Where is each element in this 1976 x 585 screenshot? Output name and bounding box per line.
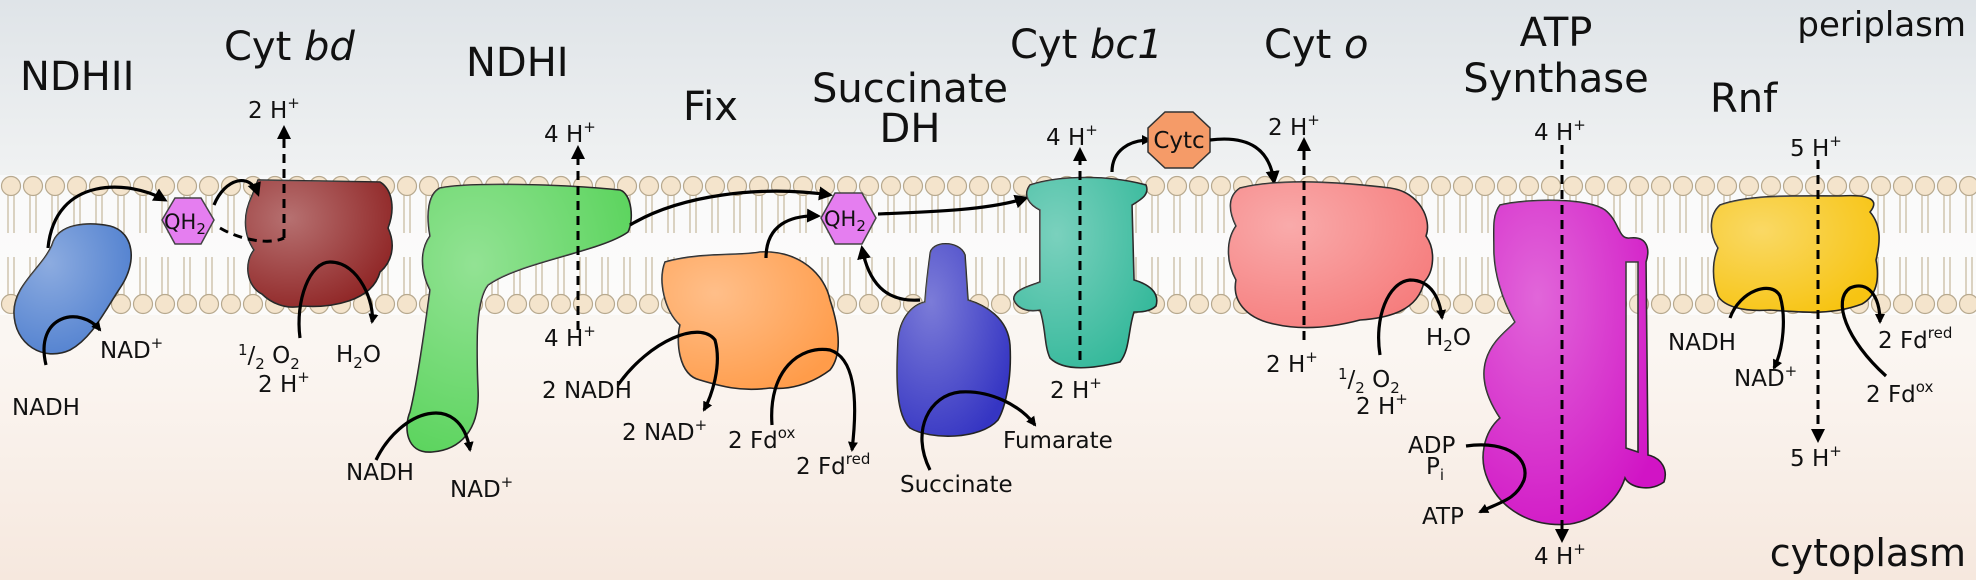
cyt-o-protons-out: 2 H+ xyxy=(1268,111,1320,141)
cyt-bd-half-o2: 1/2 O2 xyxy=(238,341,300,373)
ndhii-nadh: NADH xyxy=(12,395,80,421)
atp-synthase-pi: Pi xyxy=(1426,454,1444,484)
cyt-bd-title: Cyt bd xyxy=(224,24,355,70)
succinate-dh-title-line1: Succinate xyxy=(812,66,1008,112)
succinate-dh-complex: Succinate DH Succinate Fumarate xyxy=(812,66,1113,498)
quinol-2-hexagon xyxy=(820,192,877,245)
fix-complex: Fix 2 NADH 2 NAD+ 2 Fdox 2 Fdred xyxy=(542,84,870,480)
atp-synthase-title-line1: ATP xyxy=(1520,10,1593,56)
quinol-1-hexagon xyxy=(161,197,215,245)
fix-title: Fix xyxy=(683,84,738,130)
quinol-1-label: QH2 xyxy=(164,210,206,238)
cyt-bc1-title: Cyt bc1 xyxy=(1010,22,1163,68)
cytc-carrier: Cytc xyxy=(1147,111,1280,185)
ndhi-protons-out: 4 H+ xyxy=(544,118,596,148)
cyt-bc1-complex: Cyt bc1 4 H+ 2 H+ xyxy=(1010,22,1163,404)
cyt-bd-protons-out: 2 H+ xyxy=(248,94,300,124)
quinol-1: QH2 xyxy=(161,197,215,245)
cyt-o-protons-in-2: 2 H+ xyxy=(1356,390,1408,420)
cyt-o-title: Cyt o xyxy=(1264,22,1368,68)
ndhii-complex: NDHII NADH NAD+ xyxy=(12,54,168,421)
ndhi-nadh: NADH xyxy=(346,460,414,486)
succinate-dh-substrate: Succinate xyxy=(900,472,1013,498)
ndhi-title: NDHI xyxy=(466,40,569,86)
ndhii-nad: NAD+ xyxy=(100,334,163,364)
atp-synthase-adp: ADP xyxy=(1408,433,1455,459)
atp-synthase-protons-in: 4 H+ xyxy=(1534,540,1586,570)
quinol-2-label: QH2 xyxy=(824,207,866,235)
rnf-protons-in: 5 H+ xyxy=(1790,442,1842,472)
cytc-label: Cytc xyxy=(1153,128,1204,154)
atp-synthase-complex: ATP Synthase 4 H+ 4 H+ ADP Pi ATP xyxy=(1408,10,1666,570)
cyt-o-water: H2O xyxy=(1426,325,1471,355)
fix-nad: 2 NAD+ xyxy=(622,416,707,446)
ndhi-nad: NAD+ xyxy=(450,473,513,503)
rnf-title: Rnf xyxy=(1710,76,1778,122)
atp-synthase-atp: ATP xyxy=(1422,504,1464,530)
rnf-fd-ox: 2 Fdox xyxy=(1866,378,1933,408)
fix-fd-ox: 2 Fdox xyxy=(728,424,795,454)
cyt-bd-protons-in: 2 H+ xyxy=(258,368,310,398)
atp-synthase-protons-out: 4 H+ xyxy=(1534,116,1586,146)
cyt-bc1-protons-out: 4 H+ xyxy=(1046,121,1098,151)
fix-fd-red: 2 Fdred xyxy=(796,450,870,480)
ndhi-protons-in: 4 H+ xyxy=(544,322,596,352)
cytoplasm-label: cytoplasm xyxy=(1770,531,1966,575)
cyt-o-half-o2: 1/2 O2 xyxy=(1338,365,1400,397)
quinol-2: QH2 xyxy=(820,192,1029,245)
rnf-complex: Rnf 5 H+ 5 H+ NADH NAD+ 2 Fdred 2 Fdox xyxy=(1668,76,1952,472)
cytc-octagon xyxy=(1147,111,1211,169)
fix-nadh: 2 NADH xyxy=(542,378,632,404)
ndhii-title: NDHII xyxy=(20,54,134,100)
cyt-o-protons-in: 2 H+ xyxy=(1266,348,1318,378)
rnf-nadh: NADH xyxy=(1668,330,1736,356)
cyt-bd-water: H2O xyxy=(336,342,381,372)
rnf-fd-red: 2 Fdred xyxy=(1878,324,1952,354)
cyt-o-complex: Cyt o 2 H+ 2 H+ 1/2 O2 2 H+ H2O xyxy=(1227,22,1471,420)
ndhi-complex: NDHI 4 H+ 4 H+ NADH NAD+ xyxy=(346,40,833,503)
succinate-dh-title-line2: DH xyxy=(880,106,941,152)
rnf-protons-out: 5 H+ xyxy=(1790,132,1842,162)
atp-synthase-title-line2: Synthase xyxy=(1463,56,1648,102)
cyt-bd-complex: Cyt bd 2 H+ 1/2 O2 2 H+ H2O xyxy=(212,24,393,398)
succinate-dh-product: Fumarate xyxy=(1003,428,1113,454)
periplasm-label: periplasm xyxy=(1797,5,1966,45)
rnf-nad: NAD+ xyxy=(1734,362,1797,392)
cyt-bc1-protons-in: 2 H+ xyxy=(1050,374,1102,404)
